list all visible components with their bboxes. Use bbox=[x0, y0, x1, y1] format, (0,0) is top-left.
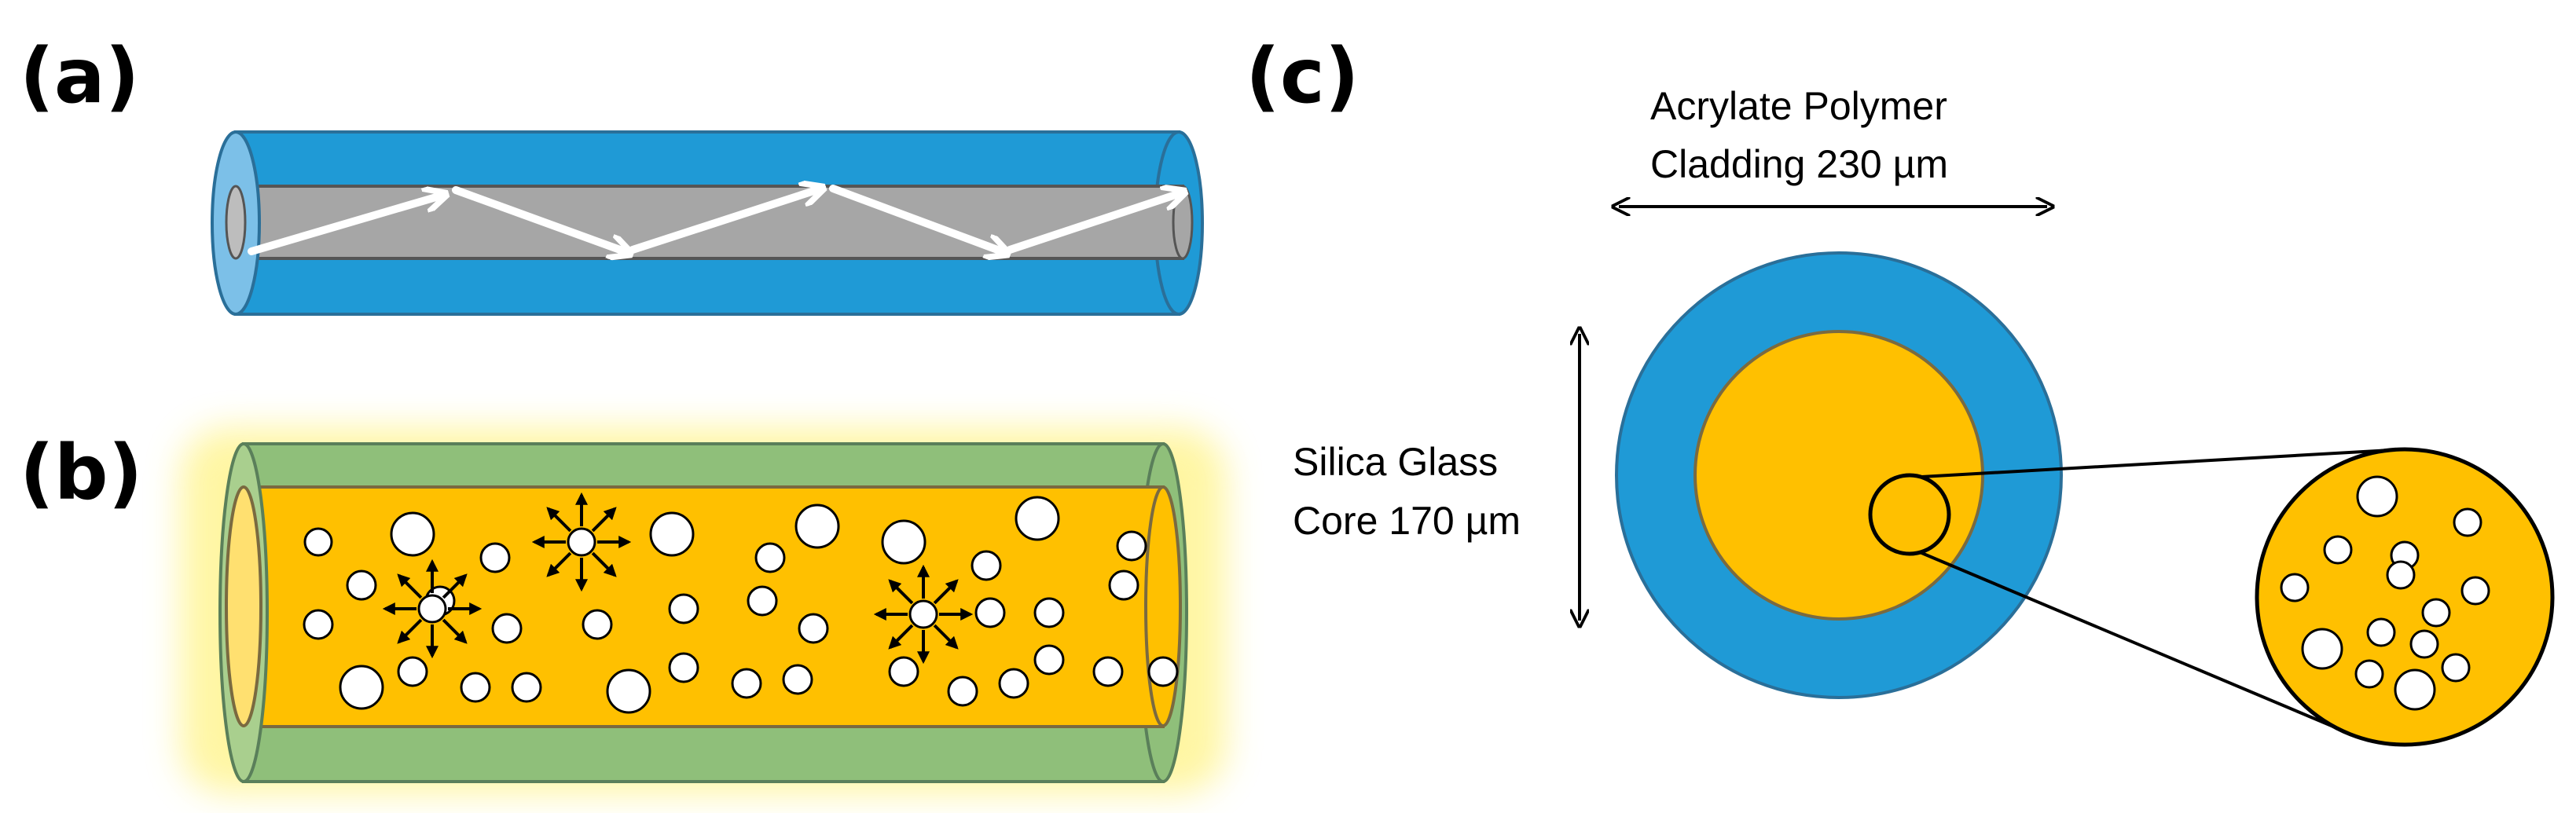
particle bbox=[511, 672, 542, 703]
inset-particle bbox=[2366, 617, 2396, 647]
inset-particle bbox=[2386, 560, 2416, 590]
particle bbox=[881, 519, 927, 565]
particle bbox=[794, 504, 840, 549]
inset-particle bbox=[2421, 598, 2451, 628]
inset-particle bbox=[2453, 507, 2482, 537]
particles-b bbox=[303, 496, 1179, 714]
particle bbox=[479, 542, 511, 573]
particle bbox=[668, 593, 699, 624]
inset-particle bbox=[2356, 475, 2398, 518]
particle bbox=[491, 613, 523, 644]
cladding-label-line1: Acrylate Polymer bbox=[1650, 84, 1947, 128]
particle bbox=[1015, 496, 1060, 541]
particle bbox=[998, 668, 1029, 699]
inset-particle bbox=[2323, 535, 2353, 565]
particle bbox=[1033, 597, 1065, 628]
emitting-particle bbox=[417, 594, 447, 624]
emission-burst-icon bbox=[382, 558, 483, 659]
particle bbox=[460, 672, 491, 703]
particle bbox=[731, 668, 762, 699]
emission-events bbox=[382, 492, 974, 665]
emitting-particle bbox=[908, 599, 938, 629]
panel-b-fiber bbox=[181, 428, 1226, 793]
particle bbox=[1092, 656, 1124, 687]
emitting-particle bbox=[567, 527, 596, 557]
emission-burst-icon bbox=[531, 492, 632, 592]
particle bbox=[888, 656, 919, 687]
inset-particle bbox=[2354, 659, 2384, 689]
panel-a-label: (a) bbox=[20, 32, 140, 120]
particle bbox=[1147, 656, 1179, 687]
panel-b-label: (b) bbox=[20, 429, 142, 517]
particle bbox=[798, 613, 829, 644]
particle bbox=[1116, 530, 1147, 562]
particle bbox=[754, 542, 786, 573]
particle bbox=[1033, 644, 1065, 676]
particle bbox=[303, 527, 333, 557]
particle bbox=[668, 652, 699, 683]
zoom-region bbox=[1868, 473, 1951, 556]
particle bbox=[747, 585, 778, 617]
panel-a-fiber bbox=[211, 130, 1204, 316]
particle bbox=[397, 656, 428, 687]
light-ray-arrows bbox=[248, 189, 1183, 253]
panel-c-cross-section: Acrylate Polymer Cladding 230 µm Silica … bbox=[1293, 84, 2555, 747]
inset-particle bbox=[2460, 576, 2490, 606]
particle bbox=[346, 569, 377, 601]
core-label-line1: Silica Glass bbox=[1293, 440, 1498, 484]
particle bbox=[1108, 569, 1139, 601]
zoom-line-bottom bbox=[1919, 551, 2358, 738]
particle bbox=[390, 511, 435, 557]
particle bbox=[303, 609, 334, 640]
particle bbox=[606, 668, 651, 714]
inset-particle bbox=[2409, 629, 2439, 659]
inset-particle bbox=[2441, 653, 2471, 683]
particle bbox=[339, 665, 384, 710]
panel-c-label: (c) bbox=[1246, 32, 1360, 120]
particle bbox=[582, 609, 613, 640]
particle bbox=[782, 664, 813, 695]
fiber-b-core-right-end bbox=[1144, 485, 1182, 727]
inset-particle bbox=[2280, 573, 2310, 602]
particle bbox=[947, 676, 978, 707]
inset-particle bbox=[2301, 628, 2343, 670]
cladding-label-line2: Cladding 230 µm bbox=[1650, 142, 1948, 186]
core-label-line2: Core 170 µm bbox=[1293, 499, 1521, 543]
zoom-line-top bbox=[1921, 448, 2405, 478]
particle bbox=[974, 597, 1006, 628]
emission-burst-icon bbox=[873, 564, 974, 665]
particle bbox=[649, 511, 695, 557]
fiber-a-core-left-end bbox=[225, 185, 247, 260]
inset-particle bbox=[2394, 668, 2436, 711]
particle bbox=[971, 550, 1002, 581]
fiber-b-core-left-end bbox=[225, 485, 262, 727]
zoom-inset-particles bbox=[2280, 475, 2490, 711]
